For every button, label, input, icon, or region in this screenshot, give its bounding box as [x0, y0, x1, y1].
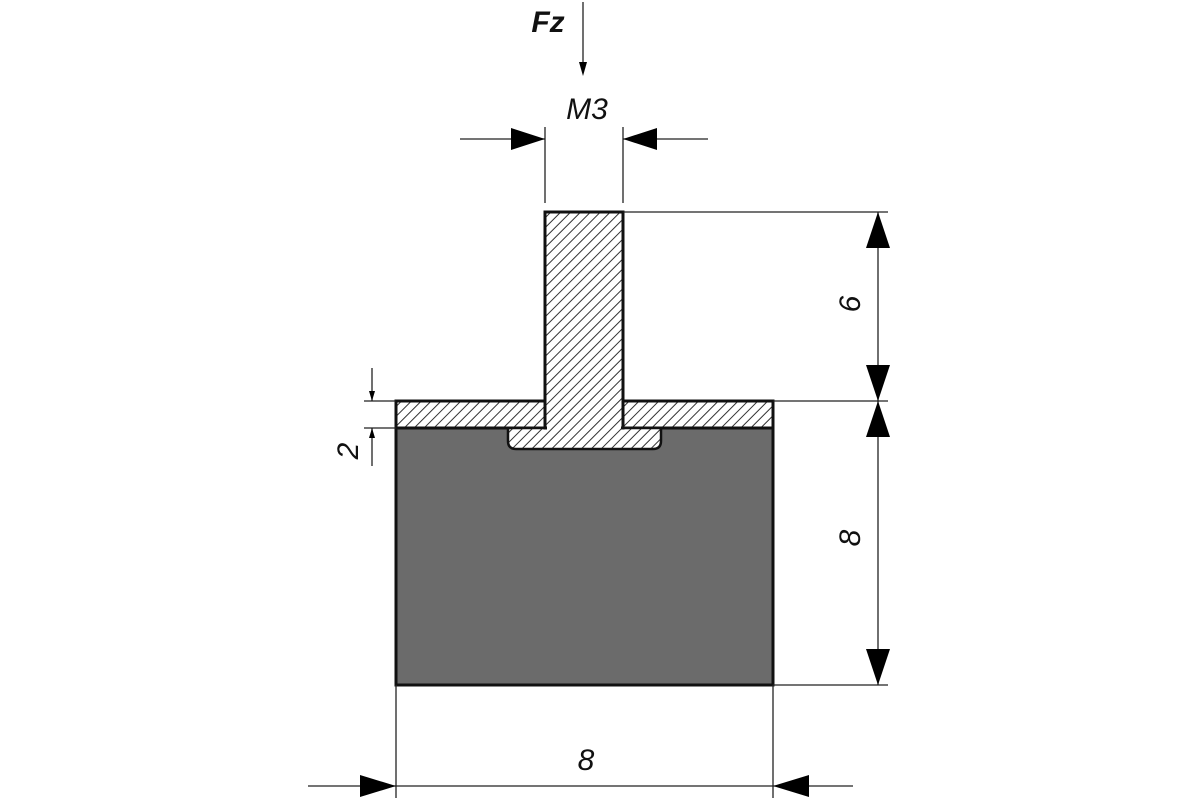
stud-height-label: 6 [834, 295, 867, 312]
stud-plate-joint [547, 403, 621, 441]
force-label: Fz [531, 6, 564, 39]
force-arrow-head [579, 62, 587, 76]
thread-dimension: M3 [460, 93, 708, 203]
thread-arrow-right [623, 128, 657, 150]
thread-arrow-left [511, 128, 545, 150]
plate-arrow-top [369, 391, 375, 401]
body-height-arrow-bottom [866, 649, 890, 685]
stud-height-arrow-bottom [866, 365, 890, 401]
force-indicator: Fz [531, 2, 587, 76]
body-height-dimension: 8 [834, 401, 890, 685]
threaded-stud [543, 210, 625, 430]
rubber-body [394, 426, 775, 687]
thread-label: M3 [566, 93, 608, 126]
plate-thickness-label: 2 [332, 442, 365, 460]
stud-height-arrow-top [866, 212, 890, 248]
body-width-label: 8 [578, 744, 595, 777]
width-arrow-left [360, 775, 396, 797]
body-height-arrow-top [866, 401, 890, 437]
plate-arrow-bottom [369, 428, 375, 438]
body-height-label: 8 [834, 529, 867, 546]
stud-height-dimension: 6 [834, 212, 890, 401]
right-extension-lines [623, 211, 888, 686]
plate-thickness-dimension: 2 [332, 368, 396, 466]
body-width-dimension: 8 [308, 685, 853, 798]
metal-insert [394, 210, 775, 451]
width-arrow-right [773, 775, 809, 797]
